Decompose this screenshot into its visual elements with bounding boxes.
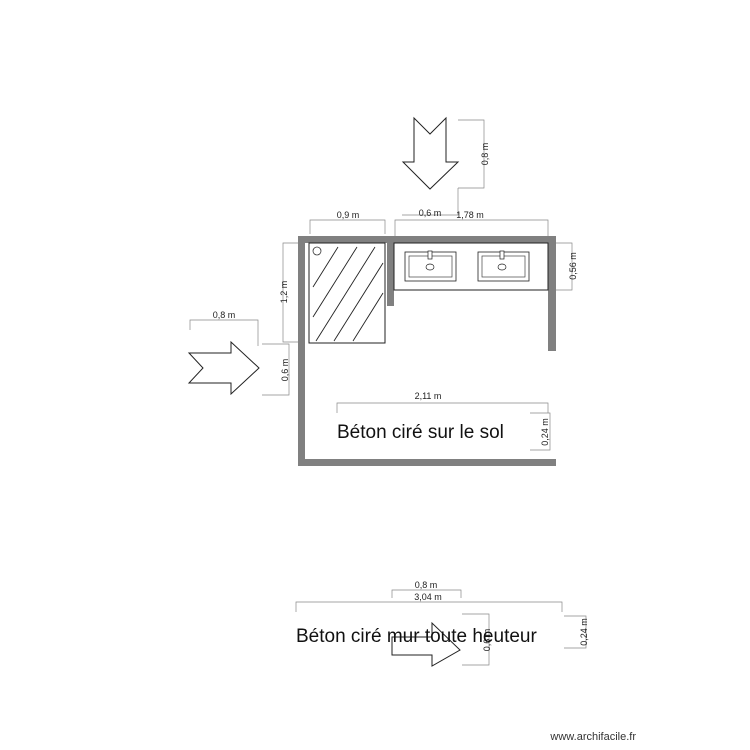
sink-left: [404, 250, 457, 282]
dim-arrow-left-height: 0,6 m: [280, 359, 290, 382]
dim-arrow-bottom-width: 0,8 m: [415, 580, 438, 590]
shower: [308, 242, 386, 344]
entry-arrow-bottom: [391, 621, 461, 667]
dim-floor-label-width: 2,11 m: [415, 391, 442, 401]
vanity: [393, 242, 549, 291]
dim-vanity-depth: 0,56 m: [568, 252, 578, 280]
dim-arrow-top-height: 0,8 m: [480, 143, 490, 166]
sink-right: [477, 250, 530, 282]
shower-drain: [312, 246, 322, 256]
dimension-lines: [189, 119, 587, 666]
entry-arrow-top: [401, 116, 460, 190]
dim-shower-length: 1,2 m: [279, 281, 289, 304]
wall-label: Béton ciré mur toute heuteur: [296, 626, 537, 647]
dim-arrow-top-width: 0,6 m: [419, 208, 442, 218]
watermark: www.archifacile.fr: [549, 731, 636, 743]
wall-right: [548, 236, 556, 351]
dim-arrow-left-width: 0,8 m: [213, 310, 236, 320]
shower-glass-hatch: [312, 246, 384, 342]
wall-top-right: [388, 236, 556, 243]
dim-wall-label-width: 3,04 m: [414, 592, 442, 602]
floor-label: Béton ciré sur le sol: [337, 422, 504, 443]
wall-left: [298, 236, 305, 466]
dim-arrow-bottom-height: 0,6 m: [482, 629, 492, 652]
entry-arrow-left: [187, 340, 260, 396]
dim-wall-label-height: 0,24 m: [579, 618, 589, 646]
dim-floor-label-height: 0,24 m: [540, 418, 550, 446]
dim-vanity-width: 1,78 m: [456, 210, 484, 220]
wall-partition: [387, 236, 394, 306]
dim-shower-width: 0,9 m: [337, 210, 360, 220]
walls: [298, 236, 556, 466]
wall-top-left: [298, 236, 398, 243]
shower-tray: [308, 242, 386, 344]
wall-bottom: [298, 459, 556, 466]
